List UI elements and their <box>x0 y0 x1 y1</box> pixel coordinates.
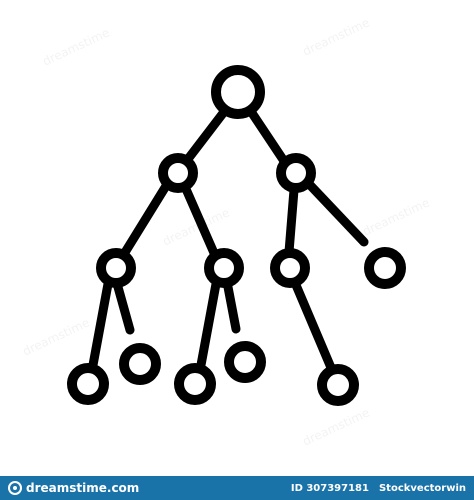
node-leaf-3 <box>174 363 216 405</box>
node-level2-b <box>204 248 244 288</box>
node-leaf-2 <box>119 343 161 385</box>
node-leaf-5 <box>317 364 359 406</box>
hierarchy-tree-icon <box>67 65 406 406</box>
author-name[interactable]: Stockvectorwin <box>378 482 466 494</box>
node-leaf-1 <box>67 363 109 405</box>
dreamstime-logo-icon <box>8 481 22 495</box>
edge-rd-down <box>291 280 337 375</box>
node-level1-right <box>276 153 316 193</box>
node-root <box>211 65 265 119</box>
edge-ll-down <box>88 279 113 370</box>
edge-root-left <box>183 103 232 164</box>
edge-lr-down <box>196 279 221 370</box>
edge-left-leftchild <box>119 181 171 259</box>
edge-left-rightchild <box>181 184 219 258</box>
image-meta: ID 307397181 Stockvectorwin <box>291 483 466 494</box>
node-level2-d <box>364 247 406 289</box>
footer-bar: dreamstime.com ID 307397181 Stockvectorw… <box>0 476 474 500</box>
edge-root-right <box>245 105 289 166</box>
node-level2-a <box>96 248 136 288</box>
edge-lr-short <box>223 282 241 334</box>
edge-right-down <box>284 185 299 257</box>
brand-logo[interactable]: dreamstime.com <box>8 481 139 495</box>
edge-ll-short <box>113 282 135 335</box>
icon-canvas <box>67 65 406 406</box>
node-level2-c <box>270 248 310 288</box>
brand-name: dreamstime.com <box>26 481 140 495</box>
node-level1-left <box>158 153 198 193</box>
edge-right-diagonal <box>305 180 369 247</box>
image-id: ID 307397181 <box>290 482 369 494</box>
node-leaf-4 <box>224 341 266 383</box>
